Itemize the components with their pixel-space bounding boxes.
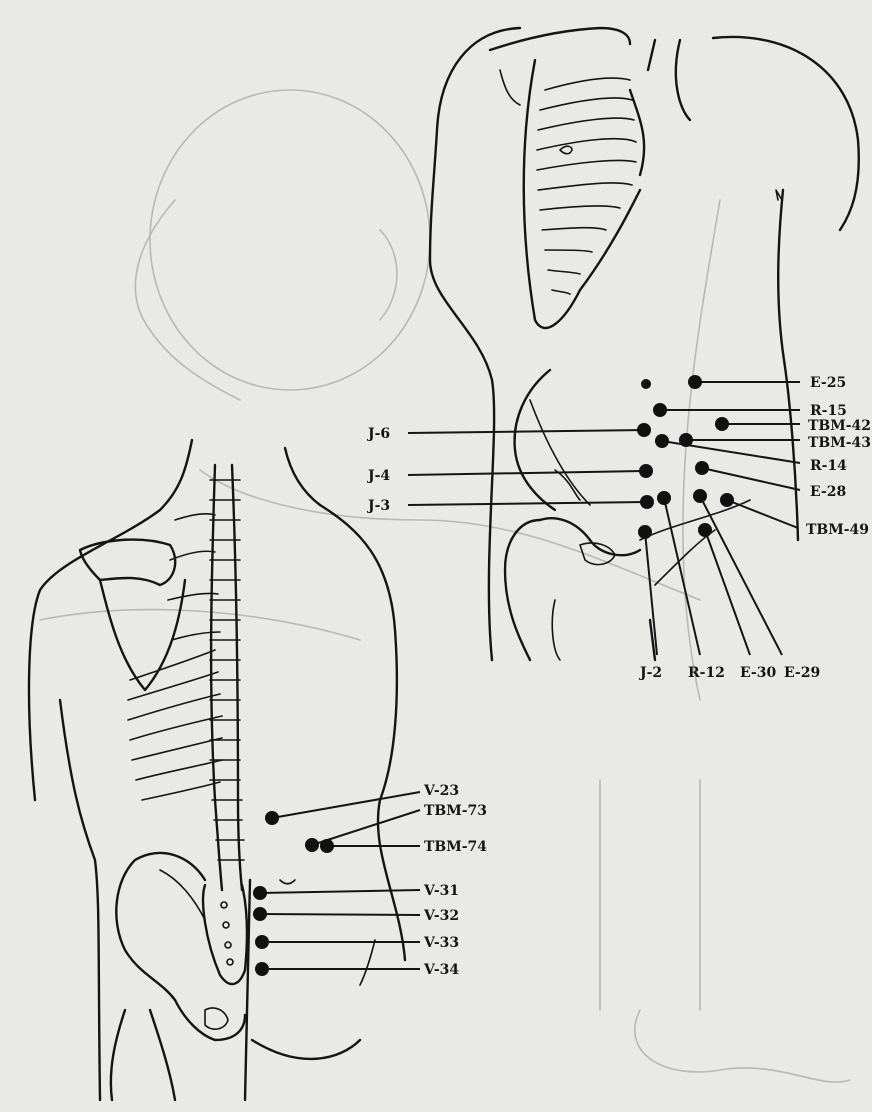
point-dot-V-32 bbox=[253, 907, 267, 921]
point-dot-R-14 bbox=[655, 434, 669, 448]
label-R-14: R-14 bbox=[810, 458, 847, 474]
point-dot-TBM-73 bbox=[305, 838, 319, 852]
point-dot-TBM-42 bbox=[715, 417, 729, 431]
label-V-33: V-33 bbox=[423, 935, 459, 951]
point-dot-TBM-74 bbox=[320, 839, 334, 853]
label-J-6: J-6 bbox=[366, 426, 390, 442]
scapula-and-ribs-back bbox=[80, 514, 222, 800]
rib-cage-front bbox=[490, 28, 640, 328]
label-TBM-42: TBM-42 bbox=[808, 418, 871, 434]
spine-back bbox=[203, 465, 247, 984]
point-dot-V-33 bbox=[255, 935, 269, 949]
point-dot-V-23 bbox=[265, 811, 279, 825]
front-leader-lines bbox=[408, 382, 800, 655]
point-dot-E-30 bbox=[698, 523, 712, 537]
point-dot-R-15 bbox=[653, 403, 667, 417]
point-dot-R-12 bbox=[657, 491, 671, 505]
label-V-31: V-31 bbox=[423, 883, 459, 899]
label-V-34: V-34 bbox=[423, 962, 459, 978]
label-R-12: R-12 bbox=[688, 665, 725, 681]
point-dot-E-29 bbox=[693, 489, 707, 503]
point-dot-TBM-43 bbox=[679, 433, 693, 447]
point-dot-J-2 bbox=[638, 525, 652, 539]
label-TBM-49: TBM-49 bbox=[806, 522, 869, 538]
back-point-dots bbox=[253, 811, 334, 976]
label-J-4: J-4 bbox=[366, 468, 390, 484]
back-leader-lines bbox=[260, 792, 420, 969]
point-dot-E-28 bbox=[695, 461, 709, 475]
point-dot-TBM-49 bbox=[720, 493, 734, 507]
label-E-30: E-30 bbox=[740, 665, 776, 681]
background-ghost-drawings bbox=[40, 90, 850, 1082]
point-dot-E-25 bbox=[688, 375, 702, 389]
label-J-2: J-2 bbox=[638, 665, 662, 681]
label-TBM-43: TBM-43 bbox=[808, 435, 871, 451]
point-dot-small bbox=[641, 379, 651, 389]
label-R-15: R-15 bbox=[810, 403, 847, 419]
point-dot-J-3 bbox=[640, 495, 654, 509]
point-dot-V-31 bbox=[253, 886, 267, 900]
label-V-23: V-23 bbox=[423, 783, 459, 799]
front-torso-outline bbox=[430, 28, 859, 660]
label-E-29: E-29 bbox=[784, 665, 820, 681]
pelvis-front bbox=[505, 370, 750, 660]
point-dot-V-34 bbox=[255, 962, 269, 976]
label-E-28: E-28 bbox=[810, 484, 846, 500]
point-dot-J-6 bbox=[637, 423, 651, 437]
point-dot-J-4 bbox=[639, 464, 653, 478]
label-TBM-73: TBM-73 bbox=[424, 803, 487, 819]
back-point-labels: V-23 TBM-73 TBM-74 V-31 V-32 V-33 V-34 bbox=[423, 783, 487, 978]
label-E-25: E-25 bbox=[810, 375, 846, 391]
label-J-3: J-3 bbox=[366, 498, 390, 514]
back-torso-outline bbox=[29, 440, 405, 1100]
label-V-32: V-32 bbox=[423, 908, 459, 924]
label-TBM-74: TBM-74 bbox=[424, 839, 487, 855]
pelvis-back bbox=[111, 853, 245, 1100]
